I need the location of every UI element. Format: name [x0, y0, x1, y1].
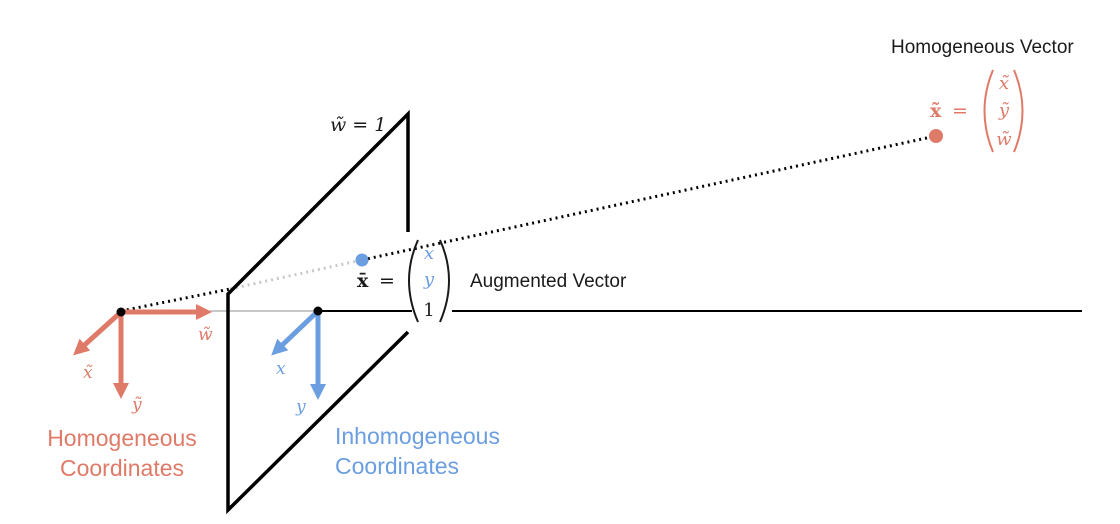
augmented-vector-component-1: 1 — [423, 300, 434, 321]
plane-label: w̃ = 1 — [330, 114, 386, 136]
homogeneous-vector-symbol: x̃ — [930, 100, 942, 122]
projection-ray-far — [361, 134, 937, 262]
homogeneous-vector-component-w: w̃ — [996, 129, 1012, 150]
homogeneous-vector-component-x: x̃ — [999, 73, 1010, 94]
inhomogeneous-caption-line1: Inhomogeneous — [335, 423, 500, 449]
homogeneous-y-axis-label: ỹ — [131, 395, 142, 415]
homogeneous-vector-point — [929, 129, 943, 143]
homogeneous-vector-right-paren — [1013, 69, 1024, 153]
homogeneous-w-axis-label: w̃ — [198, 325, 213, 345]
homogeneous-vector-equals: = — [952, 100, 968, 122]
projection-ray-origin — [120, 287, 231, 313]
augmented-vector-component-y: y — [423, 269, 435, 290]
augmented-vector-component-x: x — [424, 243, 434, 264]
homogeneous-caption-line2: Coordinates — [60, 455, 184, 481]
inhomogeneous-caption-line2: Coordinates — [335, 453, 459, 479]
image-plane-outline — [226, 109, 410, 515]
homogeneous-vector-component-y: ỹ — [998, 100, 1010, 121]
inhomogeneous-x-axis-arrow — [271, 309, 320, 356]
projection-ray-occluded — [229, 258, 363, 291]
augmented-vector-equals: = — [379, 270, 395, 292]
inhomogeneous-y-axis-label: y — [295, 397, 306, 417]
augmented-vector-title: Augmented Vector — [470, 271, 627, 292]
homogeneous-vector-left-paren — [983, 69, 994, 153]
homogeneous-origin-point — [116, 307, 126, 317]
augmented-vector-left-paren — [408, 239, 419, 323]
homogeneous-x-axis-arrow — [73, 310, 123, 356]
augmented-vector-right-paren — [439, 239, 450, 323]
homogeneous-caption-line1: Homogeneous — [47, 425, 197, 451]
inhomogeneous-x-axis-label: x — [276, 359, 286, 379]
augmented-vector-symbol: x̄ — [357, 270, 369, 292]
homogeneous-vector-title: Homogeneous Vector — [891, 37, 1074, 58]
homogeneous-x-axis-label: x̃ — [83, 363, 93, 383]
augmented-vector-point — [355, 253, 369, 267]
inhomogeneous-origin-point — [313, 306, 323, 316]
